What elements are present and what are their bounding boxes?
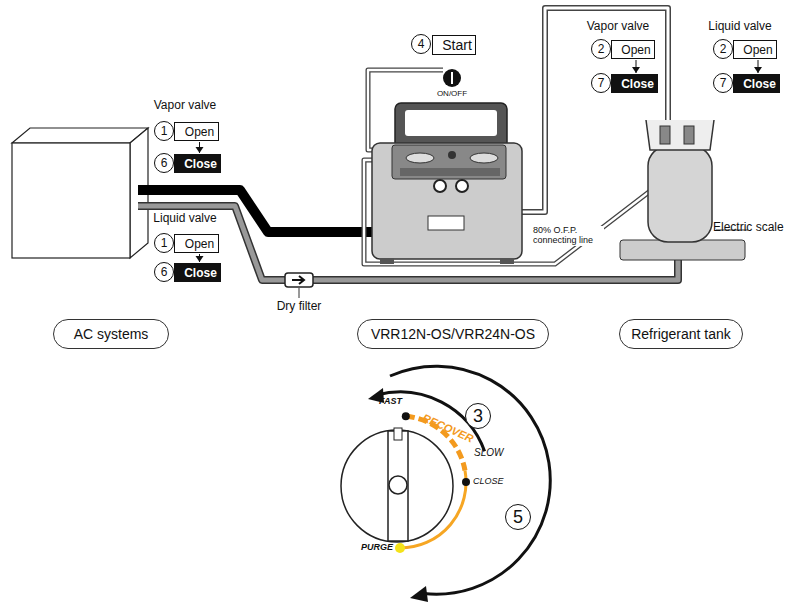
step-number: 3 [465, 403, 491, 429]
step-number: 4 [411, 34, 431, 54]
recovery-machine [372, 103, 522, 264]
section-pill: AC systems [53, 319, 169, 349]
step-number: 2 [713, 39, 733, 59]
step-number: 1 [154, 233, 174, 253]
step-arrow [196, 254, 204, 262]
label: CLOSE [473, 477, 504, 487]
node-text: Refrigerant tank [631, 327, 731, 341]
node-text: 3 [473, 407, 483, 425]
node-text: 1 [161, 125, 168, 137]
node-text: Close [184, 267, 217, 279]
node-text: Open [185, 238, 214, 250]
close-step: Close [733, 74, 780, 93]
mode-dial [341, 366, 550, 602]
label: Liquid valve [153, 212, 216, 225]
node-text: Start [442, 38, 472, 52]
label: Vapor valve [587, 20, 649, 33]
node-text: 7 [598, 77, 605, 89]
node-text: Close [621, 78, 654, 90]
step-number: 1 [154, 121, 174, 141]
node-text: 4 [418, 38, 425, 50]
open-step: Open [733, 40, 777, 59]
close-step: Close [174, 154, 221, 173]
node-text: Open [743, 44, 772, 56]
step-number: 7 [591, 73, 611, 93]
close-step: Close [174, 263, 221, 282]
dry-filter [285, 273, 313, 287]
label: FAST [379, 397, 402, 407]
node-text: 6 [161, 157, 168, 169]
power-button [443, 69, 461, 87]
node-text: VRR12N-OS/VRR24N-OS [371, 327, 535, 341]
step-number: 2 [591, 39, 611, 59]
node-text: 5 [513, 508, 523, 526]
section-pill: Refrigerant tank [619, 319, 743, 349]
label: Vapor valve [154, 99, 216, 112]
label: ON/OFF [436, 90, 468, 99]
section-pill: VRR12N-OS/VRR24N-OS [357, 319, 549, 349]
step-arrow [754, 60, 762, 73]
label: Electric scale [713, 221, 784, 234]
label: SLOW [474, 447, 503, 458]
node-text: 1 [161, 237, 168, 249]
step-number: 7 [713, 73, 733, 93]
label: Dry filter [276, 300, 323, 313]
step-number: 6 [154, 262, 174, 282]
node-text: 2 [720, 43, 727, 55]
step-number: 6 [154, 153, 174, 173]
node-text: Close [184, 158, 217, 170]
ac-unit [12, 128, 148, 258]
open-step: Open [174, 234, 219, 253]
step-arrow [632, 60, 640, 73]
node-text: AC systems [74, 327, 149, 341]
node-text: 6 [161, 266, 168, 278]
label: PURGE [361, 543, 393, 553]
label: 80% O.F.P. connecting line [532, 226, 604, 246]
node-text: Open [185, 126, 214, 138]
open-step: Open [174, 122, 219, 141]
label: Liquid valve [708, 20, 771, 33]
open-step: Start [432, 35, 476, 55]
node-text: Open [621, 44, 650, 56]
node-text: Close [743, 78, 776, 90]
close-step: Close [611, 74, 658, 93]
node-text: 7 [720, 77, 727, 89]
step-arrow [196, 142, 204, 153]
step-number: 5 [505, 504, 531, 530]
open-step: Open [611, 40, 655, 59]
refrigerant-tank [620, 120, 748, 260]
node-text: 2 [598, 43, 605, 55]
